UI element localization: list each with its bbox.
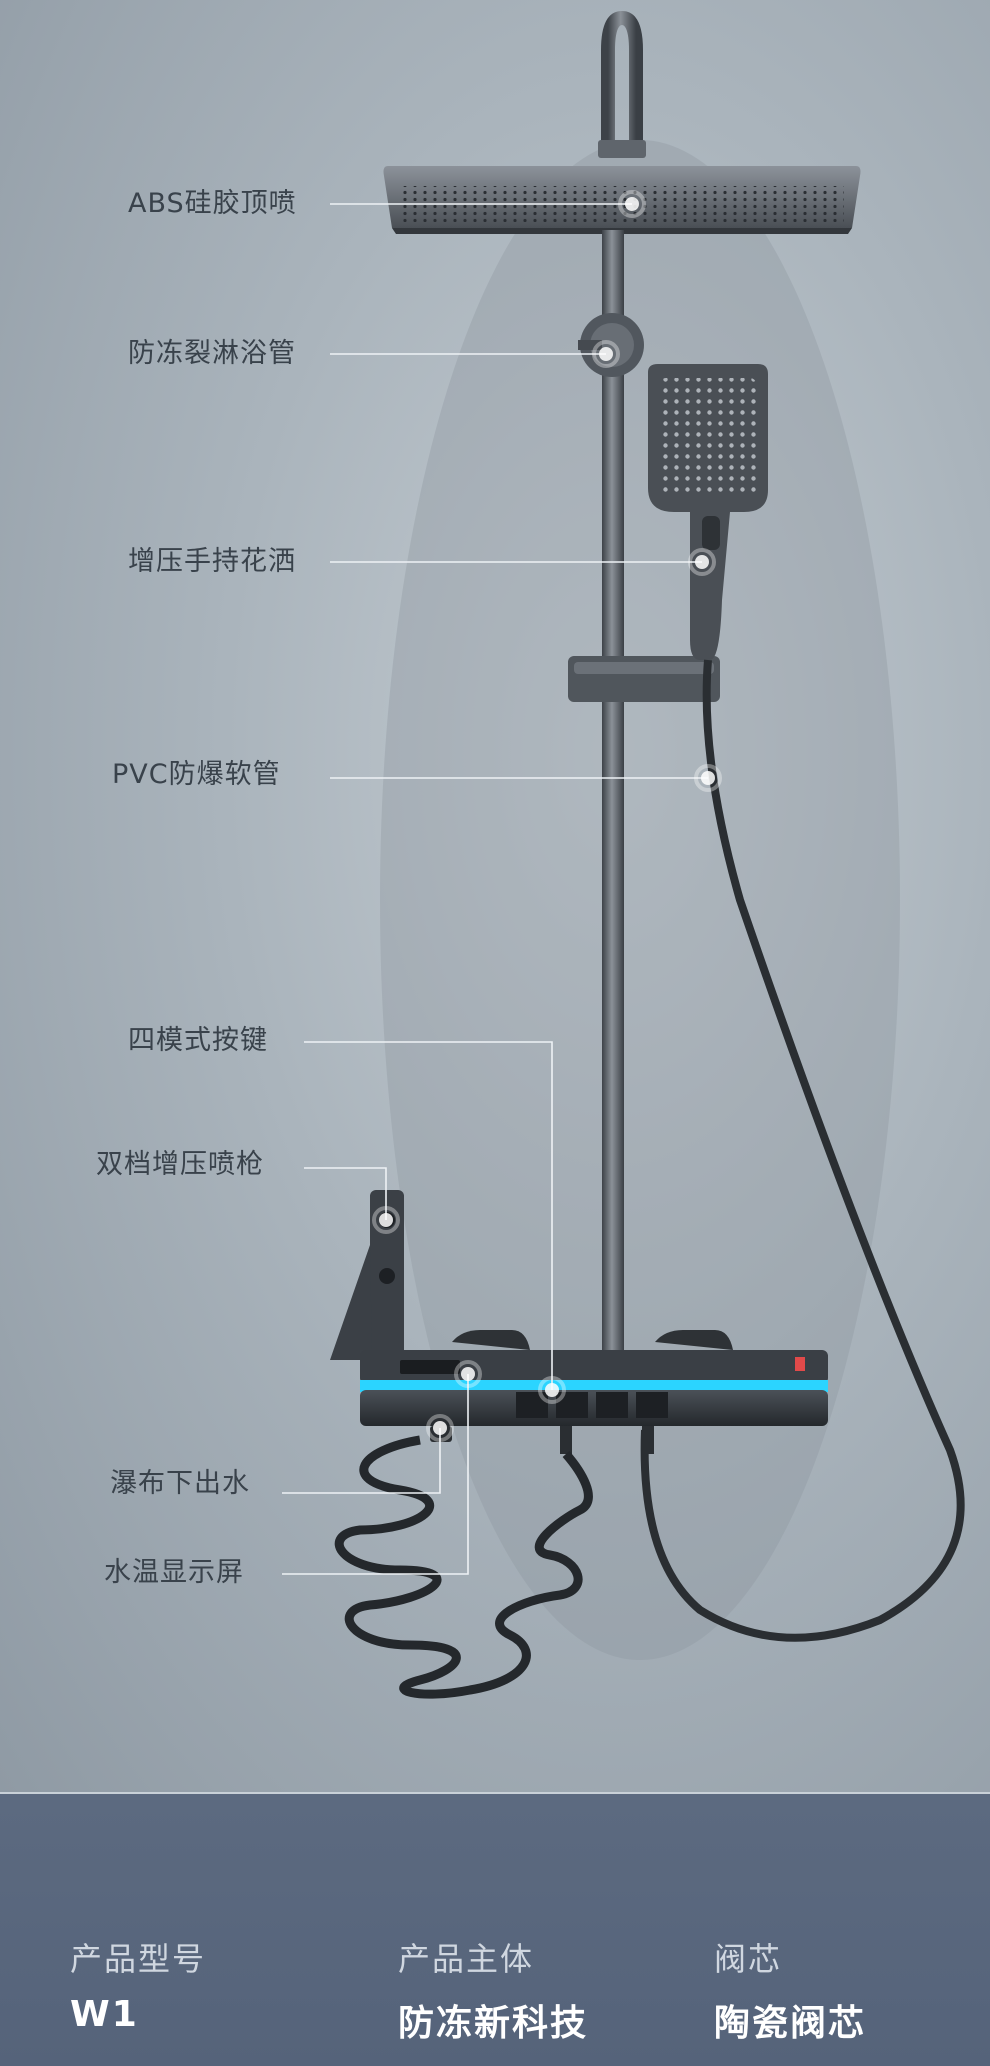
gooseneck-pipe	[601, 10, 643, 150]
section-divider	[0, 1792, 990, 1794]
spec-model-value: W1	[70, 1994, 139, 2035]
shower-hose	[640, 659, 965, 1642]
callout-temp-display: 水温显示屏	[104, 1557, 244, 1588]
spec-body-key: 产品主体	[398, 1940, 535, 1978]
callout-top-spray: ABS硅胶顶喷	[128, 188, 297, 219]
callout-waterfall-outlet: 瀑布下出水	[110, 1468, 250, 1499]
product-stage: ABS硅胶顶喷 防冻裂淋浴管 增压手持花洒 PVC防爆软管 四模式按键 双档增压…	[0, 0, 990, 1792]
shower-system-illustration	[282, 10, 965, 1699]
callout-spray-gun: 双档增压喷枪	[96, 1149, 264, 1180]
callout-handheld-shower: 增压手持花洒	[128, 546, 296, 577]
callout-mode-buttons: 四模式按键	[128, 1025, 268, 1056]
spray-gun-icon	[330, 1190, 404, 1360]
spec-valve-value: 陶瓷阀芯	[714, 2003, 867, 2044]
spec-model-key: 产品型号	[70, 1940, 207, 1978]
control-panel-icon	[360, 1350, 828, 1426]
callout-antifreeze-pipe: 防冻裂淋浴管	[128, 338, 296, 369]
riser-pipe	[602, 230, 624, 1370]
spec-band: 产品型号 W1 产品主体 防冻新科技 阀芯 陶瓷阀芯	[0, 1794, 990, 2066]
spec-body-value: 防冻新科技	[398, 2003, 589, 2044]
coiled-hose	[334, 1435, 593, 1699]
callout-hose: PVC防爆软管	[112, 759, 281, 790]
hand-shower-icon	[648, 364, 768, 660]
spec-valve-key: 阀芯	[714, 1940, 783, 1978]
